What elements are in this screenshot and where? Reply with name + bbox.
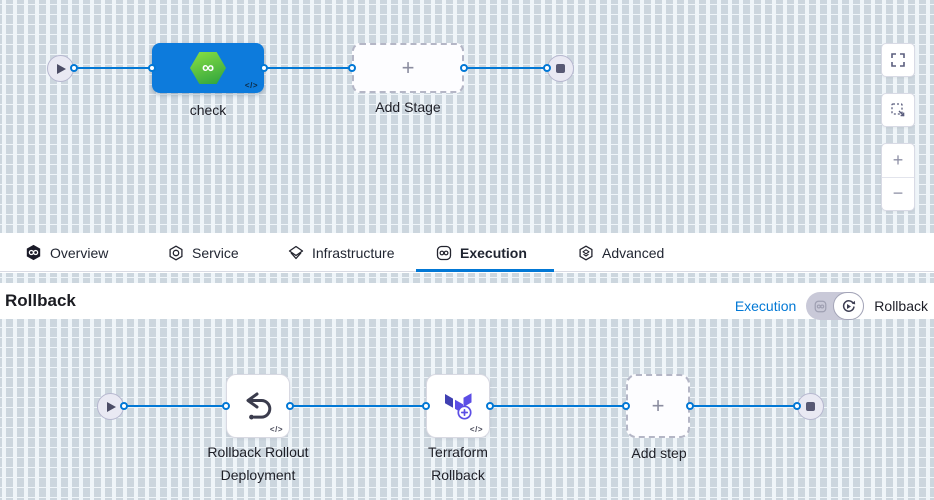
rollback-toggle-label: Rollback [874,298,928,314]
plus-icon: + [401,55,415,80]
execution-toggle-option[interactable] [806,300,834,313]
tab-label: Overview [50,244,109,261]
connector-line [124,405,226,407]
tab-label: Execution [460,244,527,261]
infrastructure-icon [288,245,304,259]
marquee-select-icon [891,103,905,117]
pipeline-start-node[interactable] [47,55,74,82]
tab-label: Infrastructure [312,244,395,261]
connector-line [464,67,547,69]
connector-line [264,67,352,69]
connector-dot [622,402,630,410]
tab-label: Advanced [602,244,665,261]
fullscreen-icon [891,53,905,67]
connector-line [690,405,797,407]
connector-dot [422,402,430,410]
execution-link[interactable]: Execution [734,298,797,314]
plus-icon: + [651,393,665,418]
tab-advanced[interactable]: Advanced [578,233,664,272]
play-icon [57,63,66,74]
harness-logo-icon [26,244,41,261]
code-icon[interactable]: </> [469,425,483,434]
add-stage-label: Add Stage [375,99,441,115]
harness-cd-icon: ∞ [190,52,226,84]
execution-rollback-toggle[interactable] [806,292,865,320]
connector-dot [686,402,694,410]
rollback-undo-icon [246,392,272,420]
minus-icon: − [892,183,904,204]
connector-dot [70,64,78,72]
rollback-toggle-option[interactable] [833,292,865,320]
stage-canvas[interactable] [0,0,934,233]
play-icon [107,401,116,412]
code-icon[interactable]: </> [269,425,283,434]
marquee-select-button[interactable] [881,93,915,127]
rollback-mode-icon [843,299,856,312]
execution-icon [814,300,827,312]
stage-tabbar: Overview Service Infrastructure Executio… [0,233,934,272]
terraform-icon [445,393,472,420]
connector-dot [286,402,294,410]
step-name-line2: Deployment [220,467,296,483]
connector-dot [543,64,551,72]
connector-dot [120,402,128,410]
active-tab-underline [416,269,554,272]
rollback-header: Rollback Execution [0,283,934,320]
code-icon[interactable]: </> [244,81,258,90]
infinity-glyph: ∞ [201,58,215,77]
zoom-controls: + − [881,143,915,211]
connector-dot [222,402,230,410]
stop-icon [556,64,565,73]
step-name-line2: Rollback [431,467,485,483]
rollback-end-node[interactable] [797,393,824,420]
fullscreen-button[interactable] [881,43,915,77]
zoom-out-button[interactable]: − [882,178,914,211]
add-stage-button[interactable]: + [352,43,464,93]
add-step-label: Add step [631,445,687,461]
service-icon [169,245,183,260]
stage-name-label: check [189,102,227,118]
stage-node-check[interactable]: ∞ </> [152,43,264,93]
execution-rollback-switch-group: Execution Rollback [735,292,928,320]
connector-line [290,405,426,407]
connector-dot [793,402,801,410]
step-terraform-rollback[interactable]: </> [426,374,490,438]
plus-icon: + [892,149,904,170]
rollback-start-node[interactable] [97,393,124,420]
tab-execution[interactable]: Execution [436,233,527,272]
stop-icon [806,402,815,411]
step-name-label: Terraform Rollback [397,441,519,487]
connector-dot [348,64,356,72]
connector-line [490,405,626,407]
step-name-line1: Rollback Rollout [207,444,309,460]
tab-service[interactable]: Service [168,233,239,272]
step-name-line1: Terraform [428,444,488,460]
connector-line [74,67,152,69]
connector-dot [460,64,468,72]
pipeline-end-node[interactable] [547,55,574,82]
step-name-label: Rollback Rollout Deployment [197,441,319,487]
add-step-button[interactable]: + [626,374,690,438]
connector-dot [486,402,494,410]
rollback-title: Rollback [5,291,76,310]
tab-label: Service [192,244,239,261]
connector-dot [148,64,156,72]
advanced-icon [579,245,593,260]
step-rollback-rollout-deployment[interactable]: </> [226,374,290,438]
execution-icon [436,245,452,260]
tab-overview[interactable]: Overview [25,233,108,272]
zoom-in-button[interactable]: + [882,144,914,178]
tab-infrastructure[interactable]: Infrastructure [288,233,394,272]
connector-dot [260,64,268,72]
